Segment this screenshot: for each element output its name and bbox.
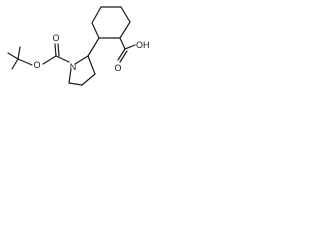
bond-hex-to-acid bbox=[119, 37, 126, 50]
bond-tbu-methyl-2 bbox=[17, 46, 21, 60]
bond-ring-c2-c3 bbox=[87, 55, 96, 75]
atom-label-ester-oxygen: O bbox=[33, 60, 40, 70]
bond-oxygen-to-carbonyl bbox=[42, 55, 57, 65]
bond-boc-carbonyl-1 bbox=[54, 43, 57, 57]
bond-ring-c4-c5 bbox=[68, 82, 83, 86]
structure-diagram: O O N O OH bbox=[7, 6, 150, 86]
bond-tbu-methyl-3 bbox=[11, 58, 19, 70]
bond-ring-n-c2 bbox=[74, 55, 89, 65]
bond-hex-5 bbox=[119, 21, 131, 39]
bond-hex-4 bbox=[120, 6, 131, 23]
bond-ring-c5-n bbox=[68, 68, 72, 84]
atom-label-acid-carbonyl-oxygen: O bbox=[114, 63, 121, 73]
bond-boc-carbonyl-2 bbox=[57, 43, 60, 57]
atom-label-nitrogen: N bbox=[70, 62, 77, 72]
bond-acid-to-hydroxyl bbox=[124, 44, 136, 50]
bond-ring-c3-c4 bbox=[81, 73, 96, 86]
bond-carbonyl-to-nitrogen bbox=[55, 55, 70, 63]
bond-tbu-to-oxygen bbox=[17, 58, 33, 66]
bond-hex-1 bbox=[91, 22, 100, 39]
bond-tbu-methyl-1 bbox=[7, 52, 19, 60]
bond-ring-link bbox=[87, 37, 100, 57]
atom-label-boc-carbonyl-oxygen: O bbox=[52, 33, 59, 43]
bond-acid-carbonyl-2 bbox=[119, 50, 128, 63]
atom-label-hydroxyl: OH bbox=[136, 40, 150, 50]
bond-hex-2 bbox=[91, 6, 102, 24]
bond-acid-carbonyl-1 bbox=[117, 48, 126, 61]
